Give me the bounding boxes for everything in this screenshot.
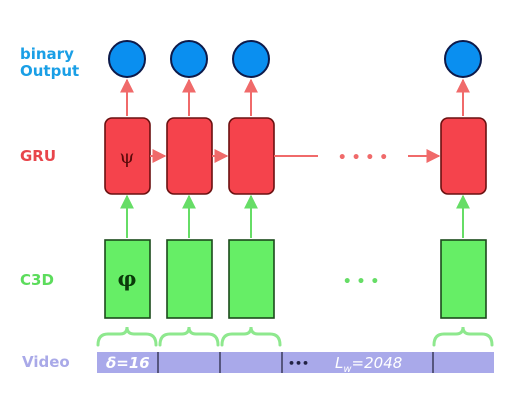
gru-cell [440, 117, 487, 195]
output-nodes [108, 40, 482, 78]
c3d-block [440, 239, 487, 319]
gru-cell [228, 117, 275, 195]
segment-length-label: δ=16 [106, 354, 150, 372]
c3d-blocks [104, 239, 487, 319]
window-length-label: Lw=2048 [335, 354, 402, 375]
c3d-label: C3D [20, 271, 54, 289]
window-length-subscript: w [343, 364, 352, 375]
c3d-block [228, 239, 275, 319]
output-node [232, 40, 270, 78]
c3d-block [166, 239, 213, 319]
brace [432, 326, 494, 347]
brace [220, 326, 282, 347]
phi-symbol: φ [117, 266, 136, 291]
psi-symbol: ψ [120, 146, 135, 168]
gru-cells [104, 117, 487, 195]
video-bar-ellipsis: ••• [288, 357, 309, 370]
gru-ellipsis: • • • • [338, 150, 388, 166]
window-length-value: =2048 [352, 354, 403, 372]
output-label-line1: binary [20, 45, 74, 63]
output-node [108, 40, 146, 78]
video-bar-background [97, 352, 494, 373]
gru-to-output-arrows [120, 78, 470, 116]
gru-label: GRU [20, 147, 56, 165]
c3d-block [104, 239, 151, 319]
brace [158, 326, 220, 347]
video-bar: δ=16 ••• Lw=2048 [97, 352, 494, 375]
window-length-symbol: L [335, 354, 343, 372]
segment-braces [96, 326, 494, 347]
gru-cell [166, 117, 213, 195]
output-label-line2: Output [20, 62, 79, 80]
output-node [444, 40, 482, 78]
output-node [170, 40, 208, 78]
brace [96, 326, 158, 347]
c3d-to-gru-arrows [120, 194, 470, 238]
video-label: Video [22, 353, 70, 371]
c3d-ellipsis: • • • [343, 274, 380, 290]
